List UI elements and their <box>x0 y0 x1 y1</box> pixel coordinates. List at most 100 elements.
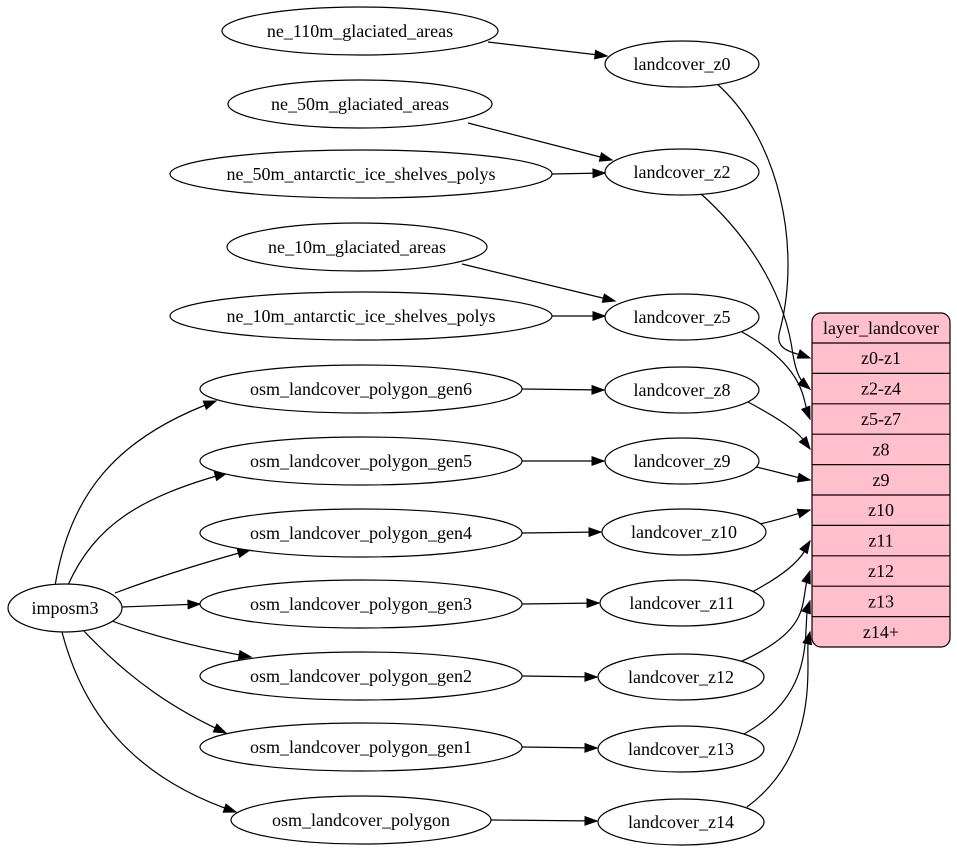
arrowhead <box>796 349 812 359</box>
node-ne_50m_antarctic_ice_shelves_polys: ne_50m_antarctic_ice_shelves_polys <box>169 149 553 199</box>
node-label: imposm3 <box>31 598 98 618</box>
table-row-label-z0-z1: z0-z1 <box>861 348 901 368</box>
edge-line <box>114 549 251 594</box>
edge-line <box>467 122 613 161</box>
ellipse-shape <box>227 79 493 129</box>
arrowhead <box>187 599 202 610</box>
edge-line <box>111 620 252 658</box>
ellipse-shape <box>604 40 760 88</box>
arrowhead <box>212 723 228 734</box>
edge-osm_landcover_polygon_gen3-to-landcover_z11 <box>521 598 601 609</box>
ellipse-shape <box>226 222 488 272</box>
edge-imposm3-to-osm_landcover_polygon_gen2 <box>111 620 253 660</box>
node-label: osm_landcover_polygon_gen2 <box>250 666 472 686</box>
edge-imposm3-to-osm_landcover_polygon <box>61 631 238 813</box>
arrowhead <box>796 472 812 483</box>
node-landcover_z0: landcover_z0 <box>604 40 760 88</box>
node-osm_landcover_polygon_gen4: osm_landcover_polygon_gen4 <box>199 508 523 558</box>
arrowhead <box>798 435 811 451</box>
arrowhead <box>591 455 606 467</box>
node-label: landcover_z9 <box>634 451 731 471</box>
table-row-label-z2-z4: z2-z4 <box>861 379 901 399</box>
ellipse-shape <box>169 149 553 199</box>
ellipse-shape <box>604 293 760 341</box>
node-label: ne_50m_glaciated_areas <box>271 94 449 114</box>
node-osm_landcover_polygon: osm_landcover_polygon <box>230 795 492 845</box>
node-label: ne_110m_glaciated_areas <box>267 21 453 41</box>
arrowhead <box>222 803 238 813</box>
edge-line <box>521 746 598 749</box>
edge-line <box>61 631 237 813</box>
node-label: osm_landcover_polygon <box>272 810 450 830</box>
node-label: landcover_z10 <box>631 522 737 542</box>
edge-ne_10m_antarctic_ice_shelves_polys-to-landcover_z5 <box>552 310 607 322</box>
node-landcover_z8: landcover_z8 <box>604 366 760 414</box>
ellipse-shape <box>221 6 499 56</box>
edge-line <box>461 263 616 302</box>
arrowhead <box>800 405 811 421</box>
arrowhead <box>584 815 599 826</box>
table-row-label-z13: z13 <box>868 591 894 611</box>
ellipse-shape <box>199 579 523 629</box>
edge-imposm3-to-osm_landcover_polygon_gen6 <box>54 400 218 587</box>
nodes-layer: imposm3 ne_110m_glaciated_areas ne_50m_gla… <box>7 6 767 846</box>
arrowhead <box>801 599 811 615</box>
edge-landcover_z2-to-layer_landcover:z2-z4 <box>699 192 812 390</box>
ellipse-shape <box>597 653 765 701</box>
node-ne_50m_glaciated_areas: ne_50m_glaciated_areas <box>227 79 493 129</box>
ellipse-shape <box>7 583 123 633</box>
table-row-label-z9: z9 <box>873 470 890 490</box>
edge-line <box>121 603 201 608</box>
edge-line <box>487 41 608 57</box>
node-label: osm_landcover_polygon_gen4 <box>250 523 472 543</box>
edge-line <box>54 400 217 587</box>
edge-ne_50m_antarctic_ice_shelves_polys-to-landcover_z2 <box>551 168 607 179</box>
ellipse-shape <box>199 436 523 486</box>
node-landcover_z11: landcover_z11 <box>599 579 765 627</box>
arrowhead <box>586 598 601 609</box>
edge-line <box>521 675 598 678</box>
ellipse-shape <box>604 366 760 414</box>
table-title: layer_landcover <box>823 318 939 338</box>
edge-line <box>739 570 811 663</box>
table-row-label-z14+: z14+ <box>863 622 899 642</box>
table-row-label-z10: z10 <box>868 500 894 520</box>
node-label: landcover_z5 <box>634 307 731 327</box>
table-layer: layer_landcoverz0-z1z2-z4z5-z7z8z9z10z11… <box>811 312 951 648</box>
node-ne_10m_antarctic_ice_shelves_polys: ne_10m_antarctic_ice_shelves_polys <box>169 291 553 341</box>
edge-line <box>746 631 811 808</box>
edge-osm_landcover_polygon_gen2-to-landcover_z12 <box>521 671 599 682</box>
node-label: landcover_z13 <box>628 739 734 759</box>
edge-landcover_z11-to-layer_landcover:z11 <box>751 539 811 593</box>
edge-line <box>521 388 605 391</box>
node-label: osm_landcover_polygon_gen3 <box>250 594 472 614</box>
edge-ne_110m_glaciated_areas-to-landcover_z0 <box>487 41 609 60</box>
node-label: landcover_z8 <box>634 380 731 400</box>
arrowhead <box>802 630 813 646</box>
node-landcover_z2: landcover_z2 <box>604 148 760 196</box>
node-label: landcover_z0 <box>634 54 731 74</box>
ellipse-shape <box>601 508 767 556</box>
edge-osm_landcover_polygon_gen1-to-landcover_z13 <box>521 742 599 753</box>
arrowhead <box>601 293 617 303</box>
arrowhead <box>801 569 811 585</box>
node-label: landcover_z11 <box>629 593 734 613</box>
edge-landcover_z10-to-layer_landcover:z10 <box>759 508 812 525</box>
edge-line <box>490 819 598 822</box>
edge-line <box>521 602 600 605</box>
ellipse-shape <box>199 508 523 558</box>
node-osm_landcover_polygon_gen5: osm_landcover_polygon_gen5 <box>199 436 523 486</box>
edge-landcover_z9-to-layer_landcover:z9 <box>755 466 812 483</box>
edge-landcover_z14-to-layer_landcover:z14+ <box>746 630 813 808</box>
edge-line <box>82 629 227 734</box>
arrowhead <box>588 527 603 538</box>
node-ne_110m_glaciated_areas: ne_110m_glaciated_areas <box>221 6 499 56</box>
arrowhead <box>797 377 812 390</box>
edge-landcover_z8-to-layer_landcover:z8 <box>747 401 811 451</box>
table-layer_landcover: layer_landcoverz0-z1z2-z4z5-z7z8z9z10z11… <box>811 312 951 648</box>
ellipse-shape <box>199 651 523 701</box>
ellipse-shape <box>199 722 523 772</box>
ellipse-shape <box>199 364 523 414</box>
node-label: osm_landcover_polygon_gen6 <box>250 379 472 399</box>
edge-line <box>715 82 811 359</box>
